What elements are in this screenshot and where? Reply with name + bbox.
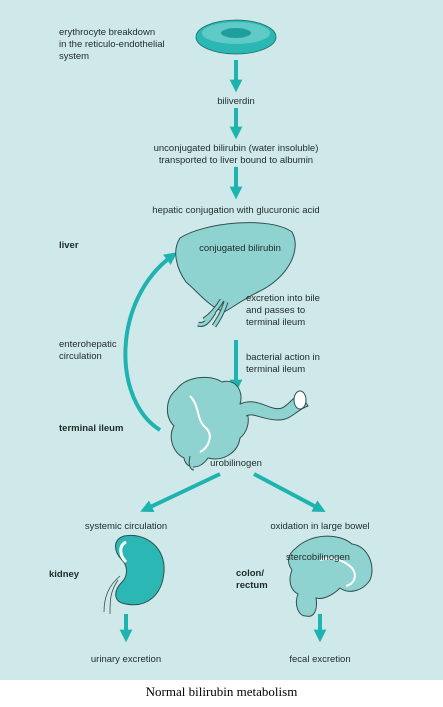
kidney-illustration <box>103 534 165 615</box>
erythrocyte-illustration <box>195 19 277 55</box>
bacterial-action-label: bacterial action in terminal ileum <box>246 352 320 375</box>
systemic-circulation-label: systemic circulation <box>84 521 168 532</box>
liver-label: liver <box>59 240 79 251</box>
stercobilinogen-label: stercobilinogen <box>286 552 350 563</box>
kidney-label: kidney <box>49 569 80 580</box>
terminal-ileum-label: terminal ileum <box>59 423 124 434</box>
figure-caption: Normal bilirubin metabolism <box>145 684 298 699</box>
excretion-into-bile-label: excretion into bile and passes to termin… <box>246 293 320 328</box>
arrow-to-systemic <box>140 472 221 513</box>
urobilinogen-label: urobilinogen <box>210 458 262 469</box>
hepatic-conjugation-label: hepatic conjugation with glucuronic acid <box>152 205 320 216</box>
arrow-to-oxidation <box>253 472 326 512</box>
unconjugated-bilirubin-label: unconjugated bilirubin (water insoluble)… <box>153 143 319 166</box>
colon-illustration <box>288 535 373 617</box>
fecal-excretion-label: fecal excretion <box>289 654 351 665</box>
liver-illustration <box>175 222 296 328</box>
enterohepatic-circulation-label: enterohepatic circulation <box>59 339 117 362</box>
biliverdin-label: biliverdin <box>217 96 255 107</box>
oxidation-large-bowel-label: oxidation in large bowel <box>270 521 370 532</box>
diagram-artwork <box>103 19 373 643</box>
terminal-ileum-illustration <box>167 376 309 471</box>
enterohepatic-arrow <box>123 252 178 432</box>
erythrocyte-breakdown-label: erythrocyte breakdown in the reticulo-en… <box>59 27 165 62</box>
urinary-excretion-label: urinary excretion <box>90 654 162 665</box>
conjugated-bilirubin-label: conjugated bilirubin <box>199 243 281 254</box>
colon-rectum-label: colon/ rectum <box>236 568 268 591</box>
